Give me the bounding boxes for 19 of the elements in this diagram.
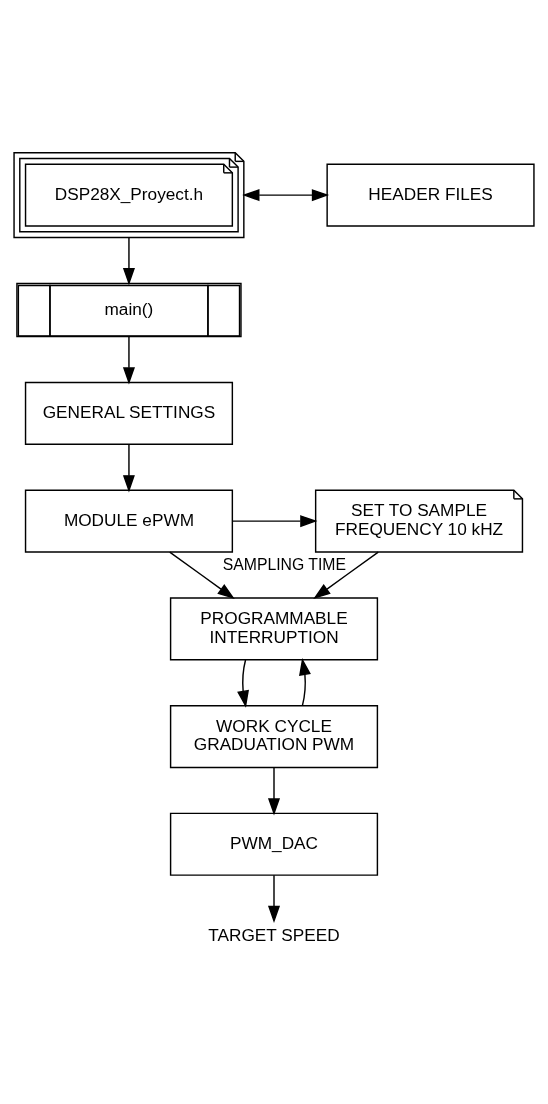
node-box: MODULE ePWM: [24, 489, 234, 553]
node-text: TARGET SPEED: [208, 924, 340, 945]
node-box: HEADER FILES: [326, 163, 535, 227]
node-box: PROGRAMMABLE INTERRUPTION: [169, 597, 379, 661]
arrow: [169, 551, 235, 600]
arrow: [122, 236, 135, 286]
edge-label: SAMPLING TIME: [222, 556, 347, 574]
arrow: [242, 189, 330, 202]
arrow: [237, 659, 249, 708]
arrow: [313, 551, 379, 600]
arrow: [267, 874, 281, 924]
arrow: [122, 336, 135, 385]
node-box: WORK CYCLE GRADUATION PWM: [169, 704, 379, 769]
arrow: [231, 515, 318, 528]
node-box: PWM_DAC: [169, 812, 379, 876]
arrow: [299, 657, 311, 707]
arrow: [267, 767, 281, 816]
node-box: GENERAL SETTINGS: [24, 381, 234, 445]
arrow: [122, 443, 135, 493]
